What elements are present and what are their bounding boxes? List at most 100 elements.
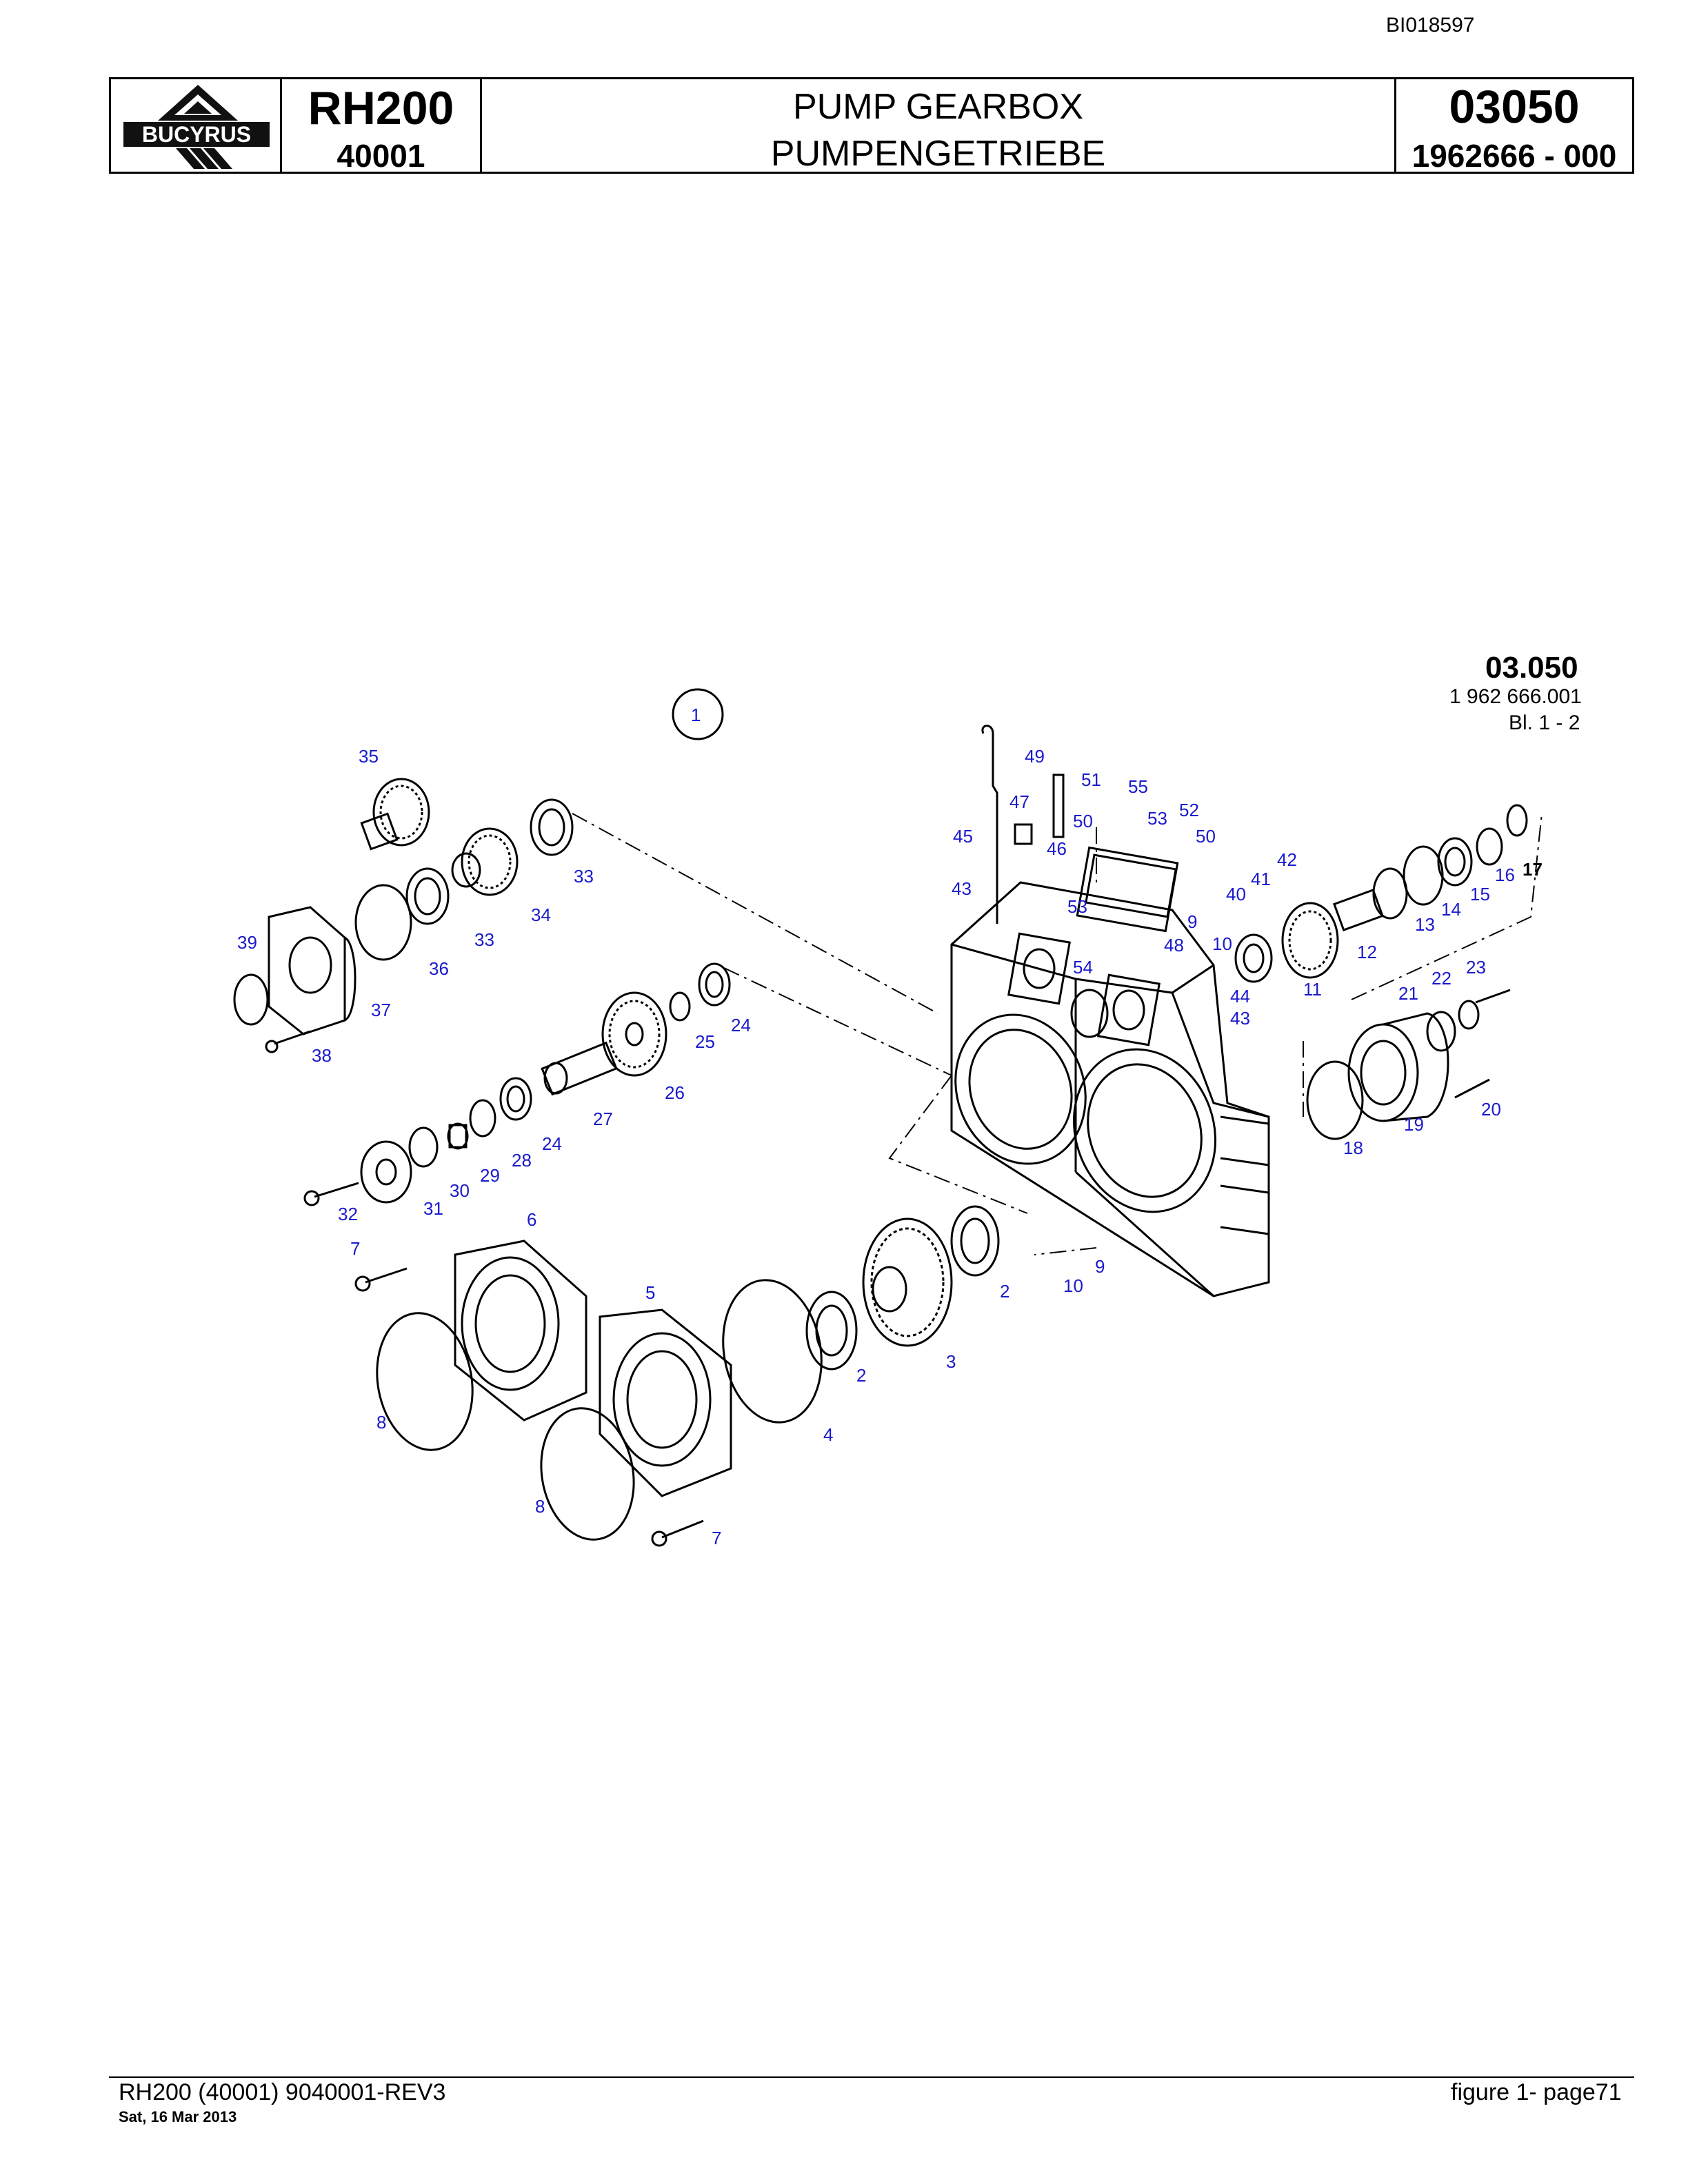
ring-14 (1403, 845, 1444, 906)
logo-cell: BUCYRUS (111, 79, 282, 172)
cover-37 (268, 906, 356, 1035)
ring-28 (469, 1099, 496, 1138)
callout-label: 14 (1441, 899, 1461, 920)
callout-label: 54 (1073, 957, 1093, 978)
sheet-code: 03.050 (1485, 651, 1578, 685)
model-cell: RH200 40001 (282, 79, 482, 174)
callout-label: 9 (1187, 911, 1197, 932)
title-english: PUMP GEARBOX (793, 87, 1083, 127)
bearing-15 (1437, 837, 1473, 887)
o-ring-8-lower (540, 1407, 635, 1541)
callout-label: 48 (1164, 935, 1184, 956)
gearbox-drawing (233, 725, 1528, 1547)
callout-label: 20 (1481, 1099, 1501, 1120)
callout-label: 47 (1009, 791, 1029, 812)
callout-label: 25 (695, 1031, 715, 1052)
o-ring-36 (354, 884, 412, 961)
cover-5 (599, 1308, 732, 1497)
bearing-24-lower (499, 1077, 532, 1121)
callout-label: 53 (1147, 808, 1167, 829)
callout-label: 35 (359, 746, 379, 767)
code-cell: 03050 1962666 - 000 (1396, 79, 1632, 174)
callout-label: 44 (1230, 986, 1250, 1007)
bearing-33-lower (405, 867, 450, 925)
callout-label: 46 (1047, 838, 1067, 859)
callout-label: 41 (1251, 869, 1271, 889)
ring-16 (1476, 827, 1503, 866)
callout-label: 7 (350, 1238, 360, 1259)
document-id: BI018597 (1386, 14, 1475, 37)
callout-label: 19 (1404, 1114, 1424, 1135)
callout-label: 24 (542, 1133, 562, 1154)
gear-29 (447, 1122, 469, 1150)
callout-label: 13 (1415, 914, 1435, 935)
callout-label: 24 (731, 1015, 751, 1035)
callout-label: 6 (527, 1209, 536, 1230)
bucyrus-logo-icon: BUCYRUS (123, 85, 270, 169)
callout-label: 22 (1431, 968, 1451, 989)
callout-label: 31 (423, 1198, 443, 1219)
callout-label: 27 (593, 1109, 613, 1129)
callout-label: 5 (645, 1282, 655, 1303)
logo-text: BUCYRUS (142, 122, 251, 147)
callout-label: 21 (1398, 983, 1418, 1004)
gearbox-housing (950, 846, 1270, 1297)
gear-35 (360, 778, 430, 851)
bearing-11 (1234, 933, 1273, 983)
assembly-lines (572, 813, 1543, 1255)
footer-document-ref: RH200 (40001) 9040001-REV3 (119, 2079, 446, 2105)
ring-22 (1458, 1000, 1480, 1030)
o-ring-18 (1306, 1060, 1364, 1140)
drawing-number: 1 962 666.001 (1449, 685, 1582, 708)
valve-block-48 (1085, 853, 1177, 918)
callout-label: 10 (1212, 933, 1232, 954)
callout-label: 39 (237, 932, 257, 953)
callout-label: 37 (371, 1000, 391, 1020)
callout-label: 52 (1179, 800, 1199, 820)
o-ring-4 (722, 1279, 823, 1424)
footer-rule (109, 2076, 1634, 2078)
callout-label: 50 (1073, 811, 1093, 831)
callout-label: 2 (1000, 1281, 1009, 1302)
callout-label: 40 (1226, 884, 1246, 904)
callout-label: 12 (1357, 942, 1377, 962)
title-cell: PUMP GEARBOX PUMPENGETRIEBE (482, 79, 1396, 174)
callout-label: 8 (535, 1496, 545, 1517)
title-block: BUCYRUS RH200 40001 PUMP GEARBOX PUMPENG… (109, 77, 1634, 174)
ring-13 (1372, 867, 1408, 920)
callout-label: 1 (691, 705, 701, 725)
gear-34 (451, 827, 519, 896)
footer-page-ref: figure 1- page71 (1451, 2079, 1622, 2105)
callout-label: 7 (712, 1528, 721, 1548)
ring-21 (1426, 1011, 1456, 1052)
footer-date: Sat, 16 Mar 2013 (119, 2108, 237, 2125)
callout-label: 36 (429, 958, 449, 979)
callout-label: 42 (1277, 849, 1297, 870)
callout-label: 23 (1466, 957, 1486, 978)
cover-6 (454, 1240, 587, 1422)
shaft-12 (1281, 889, 1384, 979)
bearing-24-upper (698, 962, 731, 1007)
callout-label: 32 (338, 1204, 358, 1224)
callout-label: 51 (1081, 769, 1101, 790)
callout-label: 11 (1303, 979, 1322, 1000)
part-number: 1962666 - 000 (1411, 138, 1617, 174)
bearing-33-upper (530, 798, 574, 856)
callout-label: 2 (856, 1365, 866, 1386)
callout-label: 50 (1196, 826, 1216, 847)
callout-label: 15 (1470, 884, 1490, 904)
group-code: 03050 (1449, 81, 1580, 133)
callout-label: 38 (312, 1045, 332, 1066)
gear-26 (601, 991, 667, 1077)
bolt-32 (314, 1182, 359, 1198)
serial-number: 40001 (336, 138, 425, 174)
callout-label: 33 (474, 929, 494, 950)
bearing-2-right (950, 1205, 1000, 1277)
callout-label: 30 (450, 1180, 470, 1201)
callout-label: 26 (665, 1082, 685, 1103)
cover-19 (1347, 1012, 1449, 1122)
callout-label: 33 (574, 866, 594, 887)
bolt-38 (274, 1030, 311, 1045)
callout-label: 17 (1523, 859, 1543, 880)
